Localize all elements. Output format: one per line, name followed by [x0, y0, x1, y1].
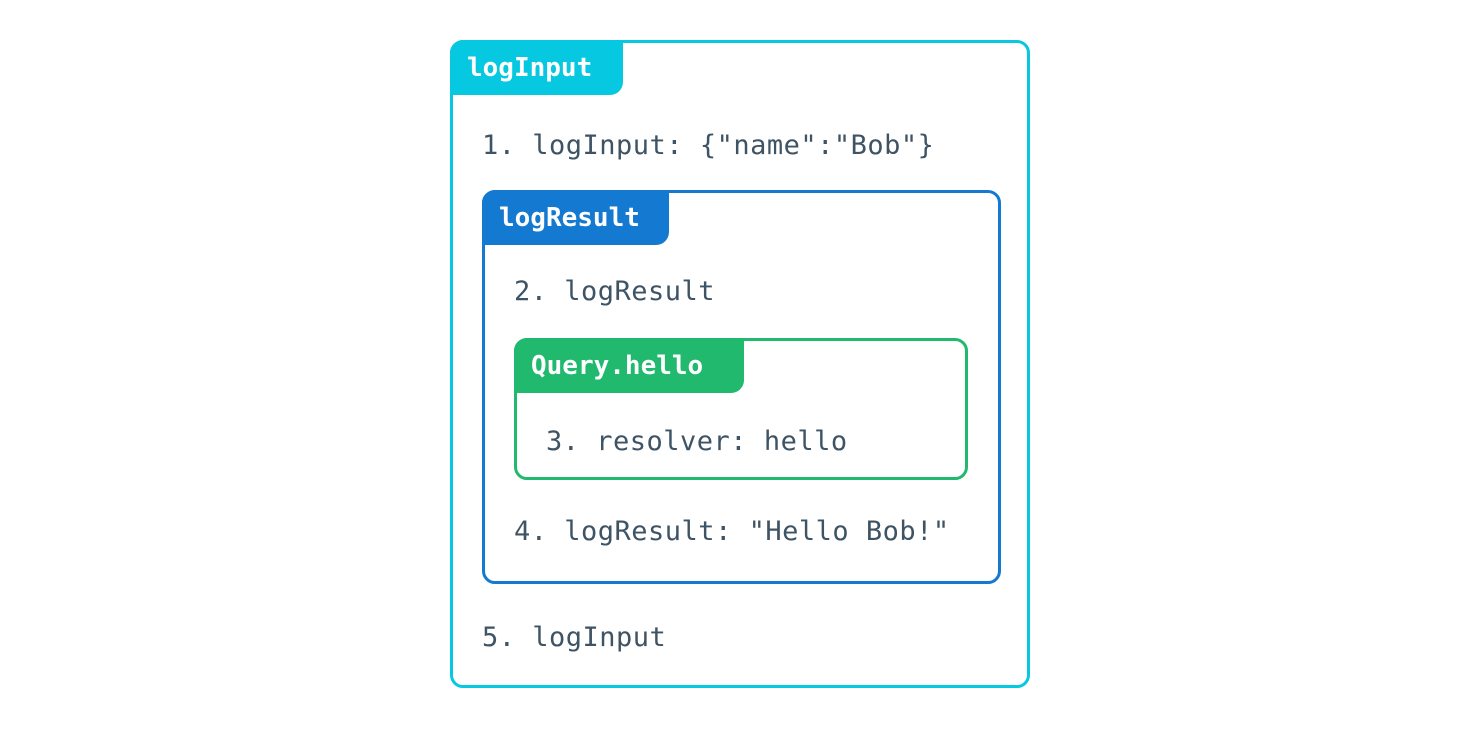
tab-label-loginput: logInput [450, 40, 623, 95]
log-line-4: 4. logResult: "Hello Bob!" [514, 516, 950, 547]
box-loginput: logInput 1. logInput: {"name":"Bob"} log… [450, 40, 1030, 688]
log-line-3: 3. resolver: hello [546, 426, 848, 457]
log-line-1: 1. logInput: {"name":"Bob"} [482, 130, 935, 161]
box-query-hello: Query.hello 3. resolver: hello [514, 338, 968, 480]
tab-label-query-hello: Query.hello [514, 338, 744, 393]
log-line-5: 5. logInput [482, 622, 667, 653]
log-line-2: 2. logResult [514, 276, 716, 307]
tab-label-logresult: logResult [482, 190, 669, 245]
box-logresult: logResult 2. logResult Query.hello 3. re… [482, 190, 1001, 584]
